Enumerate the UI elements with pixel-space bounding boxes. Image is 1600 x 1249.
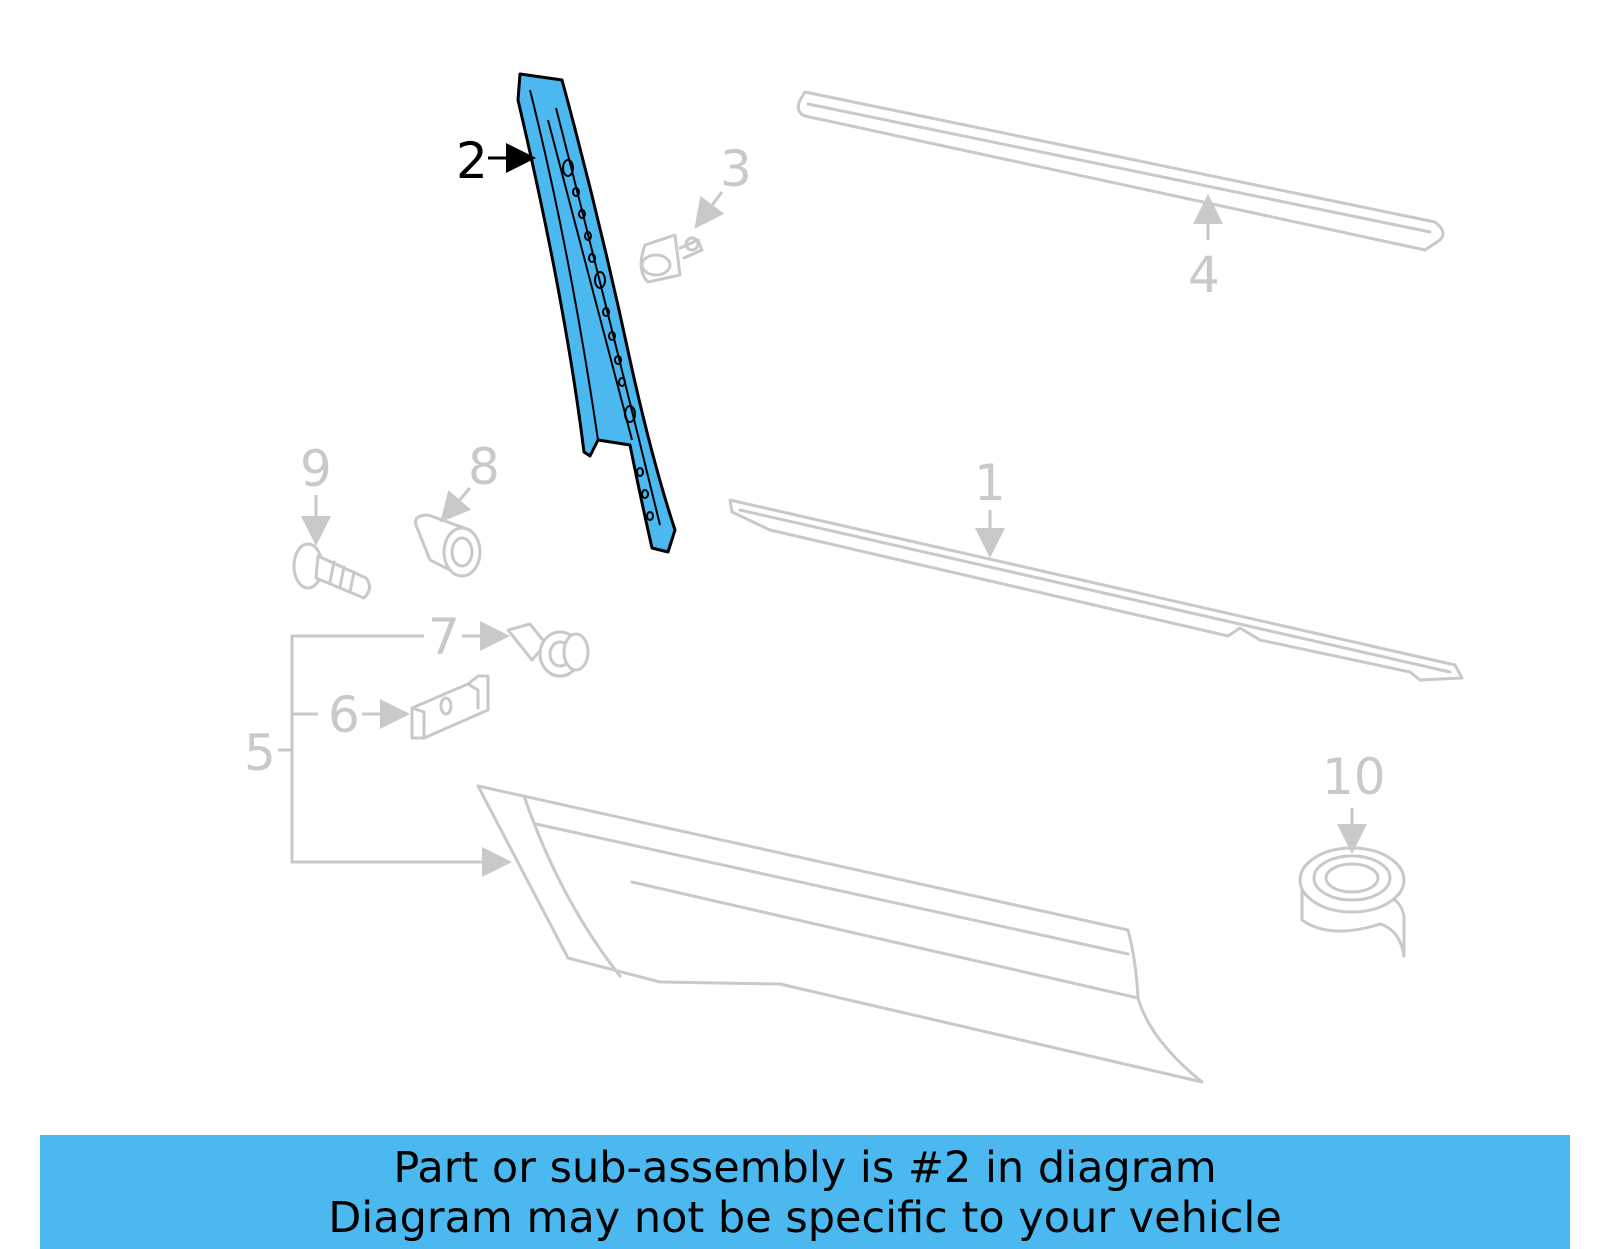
callout-7: 7 [428,608,460,666]
callout-5: 5 [244,724,276,782]
callout-6: 6 [328,686,360,744]
callout-3: 3 [720,140,752,198]
callout-1: 1 [974,454,1006,512]
callout-4: 4 [1188,246,1220,304]
callout-2: 2 [456,132,488,190]
leader-8 [440,487,472,523]
part-7-pushpin [506,622,590,678]
callout-9: 9 [300,440,332,498]
part-5-lower-molding [476,784,1204,1084]
part-2-pillar-applique [516,72,677,554]
part-4-upper-molding [796,90,1445,252]
part-9-screw [292,542,371,600]
parts-diagram: 4 1 2 3 [244,72,1464,1084]
part-3-clip [639,233,704,284]
banner-line-1: Part or sub-assembly is #2 in diagram [393,1143,1217,1193]
info-banner: Part or sub-assembly is #2 in diagram Di… [40,1135,1570,1249]
callout-10: 10 [1322,748,1386,806]
callout-8: 8 [468,438,500,496]
part-10-tape-roll [1298,846,1406,958]
leader-3 [694,191,725,229]
bracket-5 [290,634,512,877]
banner-line-2: Diagram may not be specific to your vehi… [328,1193,1282,1243]
part-8-grommet [414,513,482,578]
part-1-belt-molding [728,498,1464,682]
part-6-bracket [410,674,490,740]
